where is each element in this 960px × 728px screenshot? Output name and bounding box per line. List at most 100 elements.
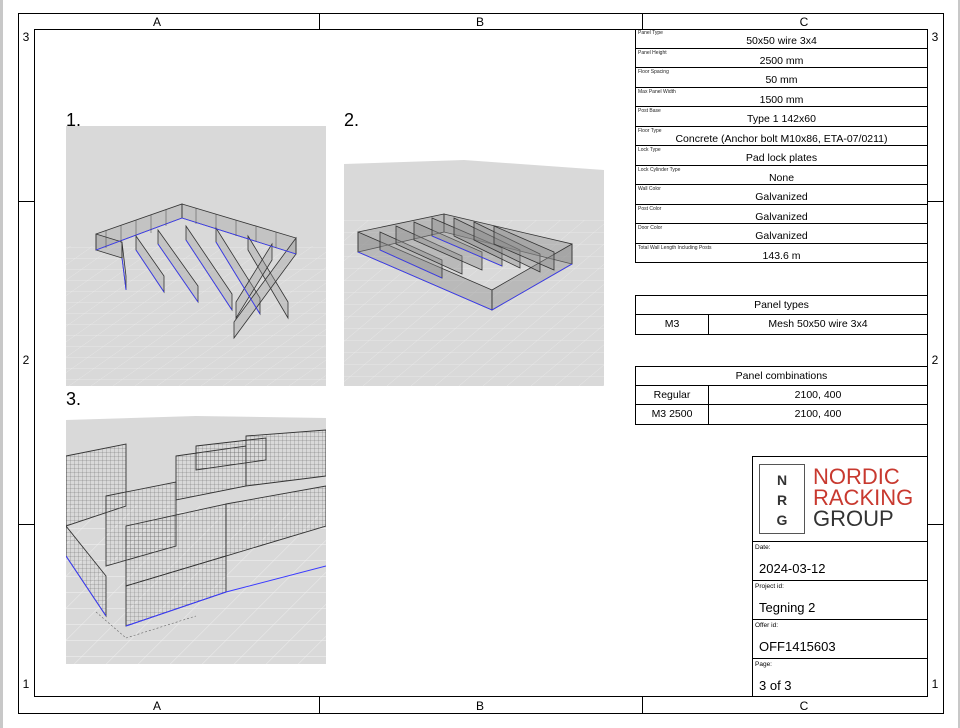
zone-tick [18,524,34,525]
spec-row-wall-color: Wall Color Galvanized [636,185,927,205]
spec-caption: Wall Color [638,186,661,192]
spec-caption: Floor Spacing [638,69,669,75]
spec-value: Type 1 142x60 [747,113,816,125]
spec-value: Galvanized [755,191,808,203]
zone-tick [642,697,643,713]
panel-combinations-table: Panel combinations Regular 2100, 400 M3 … [635,366,928,425]
combination-value: 2100, 400 [794,408,842,420]
spec-value: Pad lock plates [745,152,818,164]
spec-value: None [768,171,795,184]
drawing-frame-inner [34,29,928,697]
spec-value: 50 mm [765,74,798,86]
view-3-label: 3. [66,389,82,409]
logo-letter: N [776,472,788,488]
spec-row-post-color: Post Color Galvanized [636,205,927,224]
logo-line: NORDIC [813,464,900,489]
offer-id-caption: Offer id: [755,622,779,629]
offer-id-field: Offer id: OFF1415603 [753,620,927,659]
page-number-field: Page: 3 of 3 [753,659,927,698]
logo-line: GROUP [813,506,894,531]
spec-row-max-panel-width: Max Panel Width 1500 mm [636,88,927,107]
zone-row-right-1: 1 [931,677,939,691]
zone-row-right-2: 2 [931,353,939,367]
combination-name: M3 2500 [636,405,709,424]
zone-row-left-1: 1 [22,677,30,691]
spec-row-panel-type: Panel Type 50x50 wire 3x4 [636,29,927,49]
view-2-render [344,160,604,386]
date-caption: Date: [755,544,771,551]
spec-caption: Lock Cylinder Type [638,166,681,173]
zone-row-left-3: 3 [22,30,30,44]
view-1-label: 1. [66,110,82,130]
spec-row-total-wall-length: Total Wall Length Including Posts 143.6 … [636,244,927,263]
zone-tick [319,13,320,29]
logo-mark: N R G [759,464,805,534]
title-block: N R G NORDIC RACKING GROUP Date: 2024-03… [752,456,928,697]
panel-types-title: Panel types [636,296,927,315]
spec-value: 143.6 m [762,249,801,262]
spec-row-lock-cylinder-type: Lock Cylinder Type None [636,166,927,185]
spec-row-panel-height: Panel Height 2500 mm [636,49,927,68]
zone-tick [928,201,944,202]
combination-value: 2100, 400 [794,389,842,401]
zone-col-top-b: B [475,15,484,29]
view-2-label: 2. [344,110,360,130]
spec-row-door-color: Door Color Galvanized [636,224,927,244]
zone-col-bottom-b: B [475,699,484,713]
panel-type-description: Mesh 50x50 wire 3x4 [768,318,868,330]
offer-id-value: OFF1415603 [759,639,836,654]
logo-letter: R [776,492,788,508]
zone-tick [642,13,643,29]
view-3-render [66,416,326,664]
spec-caption: Floor Type [638,127,662,134]
table-row: M3 2500 2100, 400 [636,405,927,424]
zone-col-top-a: A [152,15,161,29]
spec-value: 1500 mm [759,93,804,106]
spec-row-floor-type: Floor Type Concrete (Anchor bolt M10x86,… [636,127,927,146]
page-caption: Page: [755,661,772,668]
spec-caption: Panel Height [638,49,667,56]
zone-col-top-c: C [799,15,809,29]
logo-line: RACKING [813,485,914,510]
zone-col-bottom-c: C [799,699,809,713]
spec-row-lock-type: Lock Type Pad lock plates [636,146,927,166]
project-id-caption: Project id: [755,583,784,590]
spec-value: 2500 mm [759,54,804,67]
spec-row-floor-spacing: Floor Spacing 50 mm [636,68,927,88]
zone-row-right-3: 3 [931,30,939,44]
view-2-image [344,160,604,386]
project-id-value: Tegning 2 [759,600,816,615]
spec-caption: Max Panel Width [638,88,676,95]
view-1-render [66,126,326,386]
view-1-image [66,126,326,386]
spec-caption: Door Color [638,225,663,231]
panel-combinations-title: Panel combinations [636,367,927,386]
date-field: Date: 2024-03-12 [753,542,927,581]
view-3-image [66,416,326,664]
table-row: M3 Mesh 50x50 wire 3x4 [636,315,927,334]
spec-caption: Panel Type [638,30,663,36]
spec-value: Galvanized [755,210,808,223]
page-left-edge [0,0,3,728]
spec-caption: Post Base [638,108,661,114]
drawing-frame-outer [18,13,944,714]
spec-row-post-base: Post Base Type 1 142x60 [636,107,927,127]
combination-name: Regular [636,386,709,404]
project-id-field: Project id: Tegning 2 [753,581,927,620]
zone-tick [18,201,34,202]
logo-wordmark: NORDIC RACKING GROUP [813,464,914,531]
spec-caption: Post Color [638,205,662,212]
panel-types-table: Panel types M3 Mesh 50x50 wire 3x4 [635,295,928,335]
zone-tick [928,524,944,525]
zone-col-bottom-a: A [152,699,161,713]
panel-type-code: M3 [636,315,709,334]
spec-caption: Total Wall Length Including Posts [638,244,712,251]
spec-value: 50x50 wire 3x4 [746,35,817,47]
company-logo: N R G NORDIC RACKING GROUP [753,457,927,542]
date-value: 2024-03-12 [759,561,826,576]
spec-value: Concrete (Anchor bolt M10x86, ETA-07/021… [675,132,888,145]
spec-caption: Lock Type [638,147,661,153]
spec-table: Panel Type 50x50 wire 3x4 Panel Height 2… [635,29,928,263]
zone-row-left-2: 2 [22,353,30,367]
table-row: Regular 2100, 400 [636,386,927,405]
